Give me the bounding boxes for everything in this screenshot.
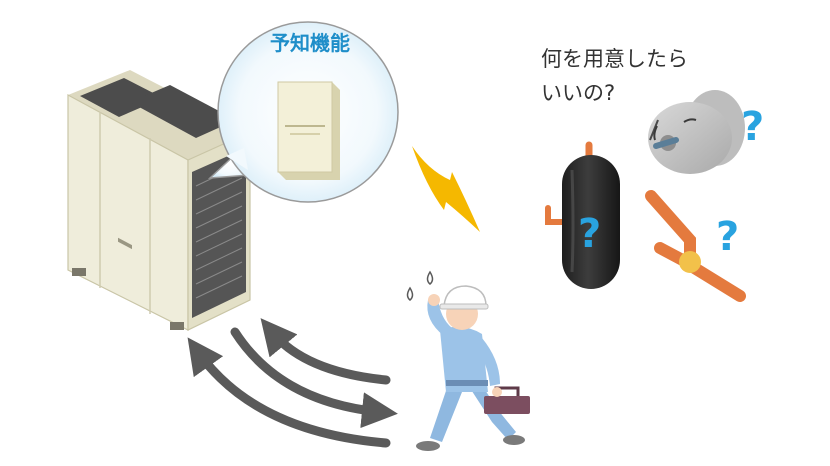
hvac-outdoor-unit-icon xyxy=(67,70,251,331)
arrow-return-outer xyxy=(187,337,391,448)
question-line-1: 何を用意したら xyxy=(541,47,688,71)
arrow-outgoing xyxy=(230,327,398,429)
callout-title: 予知機能 xyxy=(270,31,350,55)
compressor-icon xyxy=(545,141,620,289)
worker-with-toolbox-icon xyxy=(406,270,530,451)
sweat-drop-icon xyxy=(426,270,434,285)
question-line-2: いいの? xyxy=(541,81,615,105)
fan-motor-icon xyxy=(648,90,745,174)
question-mark-tank: ? xyxy=(578,211,601,257)
callout-bubble: 予知機能 xyxy=(207,21,399,203)
arrow-return-inner xyxy=(260,318,391,385)
sweat-drop-icon xyxy=(406,286,414,301)
flow-arrows xyxy=(187,318,398,448)
question-mark-motor: ? xyxy=(741,104,764,150)
lightning-bolt-icon xyxy=(412,146,480,232)
toolbox-icon xyxy=(484,386,530,414)
wall-controller-icon xyxy=(277,81,340,180)
copper-pipe-icon xyxy=(645,190,746,302)
question-mark-pipe: ? xyxy=(716,214,739,260)
